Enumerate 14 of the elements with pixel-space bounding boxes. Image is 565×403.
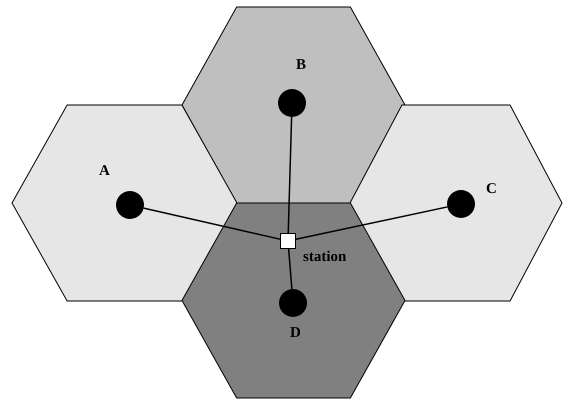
node-label: D: [290, 326, 301, 341]
node-label: B: [296, 58, 306, 73]
connector-line: [287, 116, 292, 234]
node-label: C: [486, 182, 497, 197]
node-label: station: [303, 250, 346, 265]
hexagon: [350, 105, 562, 301]
connector-line: [288, 248, 293, 290]
hexagon: [182, 203, 405, 398]
connector-line: [296, 206, 448, 240]
node-label: A: [99, 164, 110, 179]
station-square: [280, 233, 296, 249]
connector-line: [143, 207, 280, 240]
hexagon: [182, 7, 405, 203]
hexagon: [12, 105, 237, 301]
